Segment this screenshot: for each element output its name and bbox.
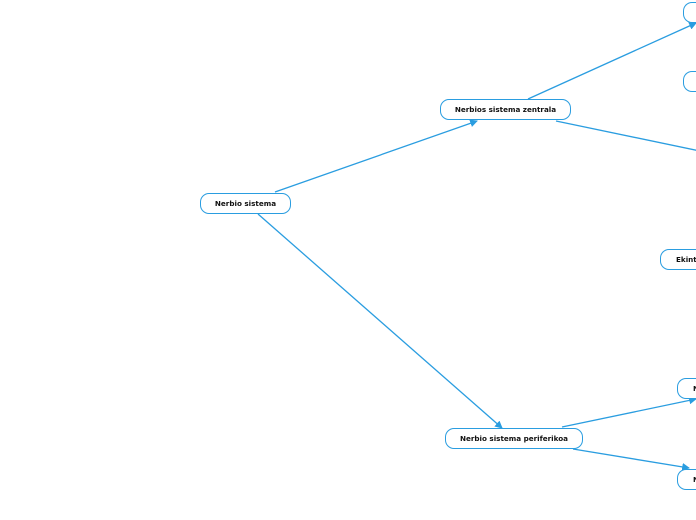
node-nerbio-sistema-periferikoa[interactable]: Nerbio sistema periferikoa [445, 428, 583, 449]
node-pns-child-1[interactable]: N [677, 378, 696, 399]
edge-pns-to-child-2 [572, 448, 690, 471]
node-cns-child-3[interactable]: Ekint [660, 249, 696, 270]
node-cns-child-1[interactable] [683, 2, 696, 23]
edge-root-to-pns [257, 213, 503, 429]
node-pns-child-2[interactable]: N [677, 469, 696, 490]
edge-cns-to-child-1 [527, 22, 696, 100]
node-cns-child-2[interactable] [683, 71, 696, 92]
node-nerbios-sistema-zentrala[interactable]: Nerbios sistema zentrala [440, 99, 571, 120]
edge-pns-to-child-1 [561, 396, 696, 428]
edge-root-to-cns [274, 119, 478, 193]
edge-cns-to-offscreen-child [555, 120, 696, 151]
node-nerbio-sistema[interactable]: Nerbio sistema [200, 193, 291, 214]
